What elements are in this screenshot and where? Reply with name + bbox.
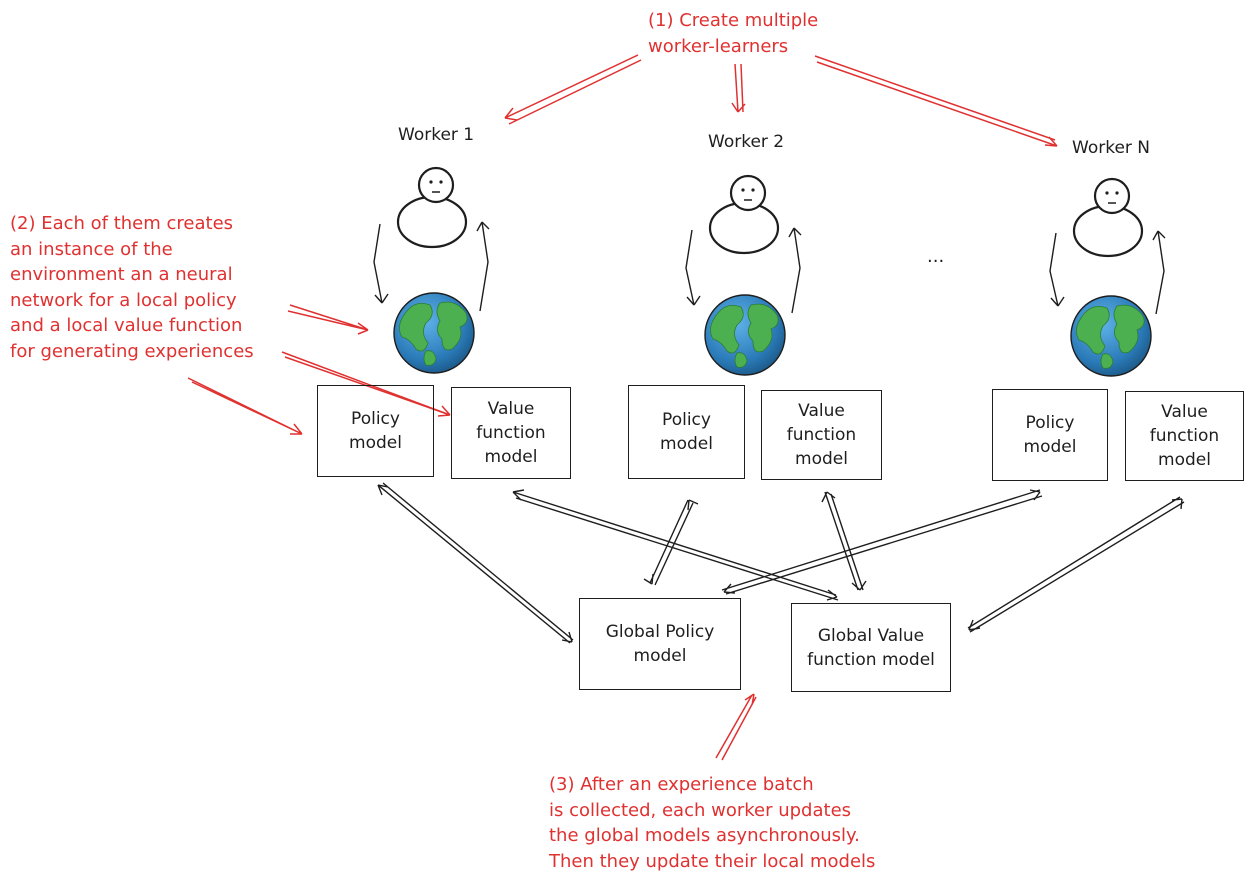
worker-2-head — [729, 174, 767, 212]
worker-1-observe-arrow — [476, 221, 490, 312]
worker-n-policy-model: Policy model — [992, 389, 1108, 481]
worker-n-head — [1093, 177, 1131, 215]
globe-continent — [747, 303, 779, 353]
globe-continent — [734, 352, 748, 368]
more-workers-ellipsis: ... — [927, 246, 945, 267]
step3-line: the global models asynchronously. — [549, 825, 860, 846]
step2-line: for generating experiences — [10, 340, 254, 362]
step2-line: and a local value function — [10, 315, 243, 336]
model-line: model — [795, 449, 848, 469]
step2-line: environment an a neural — [10, 264, 233, 285]
worker-1-head — [417, 166, 455, 204]
worker-1-body — [396, 195, 468, 249]
worker-2-value-model: Value function model — [761, 390, 882, 480]
worker-1-act-arrow — [373, 223, 389, 304]
model-line: Global Value — [817, 625, 925, 646]
globe-continent — [436, 301, 468, 351]
model-line: model — [660, 434, 713, 454]
model-line: Policy — [1025, 413, 1075, 433]
model-line: Value — [798, 401, 845, 421]
sync-arrows — [377, 482, 1185, 644]
model-line: model — [633, 646, 687, 666]
arrow-value2-global-value — [821, 491, 867, 591]
step1-line: (1) Create multiple — [648, 10, 819, 31]
step2-line: (2) Each of them creates — [10, 213, 234, 234]
globe-continent — [399, 302, 433, 352]
worker-n-eye — [1105, 191, 1109, 195]
model-line: Policy — [351, 409, 400, 429]
worker-2-label: Worker 2 — [708, 132, 785, 152]
step2-line: network for a local policy — [10, 289, 237, 311]
worker-n-observe-arrow — [1152, 230, 1166, 315]
worker-n-label: Worker N — [1072, 138, 1151, 158]
model-line: model — [1158, 450, 1211, 470]
arrow-step1-to-worker1 — [504, 54, 642, 125]
globe-continent — [1100, 353, 1114, 369]
model-line: Value — [487, 399, 535, 419]
step3-line: (3) After an experience batch — [549, 774, 814, 795]
worker-2-figure — [685, 174, 802, 376]
step3-line: is collected, each worker updates — [549, 799, 852, 821]
model-line: function — [476, 423, 546, 443]
worker-2-eye — [751, 188, 755, 192]
worker-2-eye — [741, 188, 745, 192]
worker-n-value-model: Value function model — [1125, 391, 1244, 481]
globe-continent — [1076, 305, 1110, 355]
arrow-value1-global-value — [512, 489, 839, 601]
worker-2-act-arrow — [685, 229, 701, 306]
model-line: function — [1149, 426, 1220, 446]
worker-1-eye — [439, 180, 443, 184]
arrow-step1-to-worker2 — [731, 63, 746, 113]
worker-2-observe-arrow — [788, 227, 802, 314]
worker-1-label: Worker 1 — [398, 125, 475, 145]
worker-2-policy-model: Policy model — [628, 385, 745, 479]
step1-line: worker-learners — [648, 35, 789, 57]
worker-2-environment-globe-icon — [704, 294, 786, 376]
worker-1-policy-model: Policy model — [317, 385, 434, 477]
arrow-step1-to-workerN — [814, 55, 1058, 147]
step2-line: an instance of the — [10, 238, 173, 260]
worker-1-figure — [373, 166, 490, 374]
globe-continent — [423, 350, 437, 366]
model-line: Global Policy — [605, 622, 715, 642]
globe-continent — [710, 304, 744, 354]
worker-n-act-arrow — [1049, 232, 1065, 307]
step1-annotation: (1) Create multiple worker-learners — [648, 8, 818, 59]
step3-annotation: (3) After an experience batch is collect… — [549, 772, 875, 874]
model-line: function model — [807, 649, 935, 670]
arrow-policyN-global-policy — [721, 489, 1043, 595]
arrow-step3-to-global — [715, 693, 757, 761]
model-line: model — [484, 447, 538, 467]
global-policy-model: Global Policy model — [579, 598, 741, 690]
worker-n-environment-globe-icon — [1070, 295, 1152, 377]
model-line: function — [786, 425, 857, 445]
step2-arrows — [187, 304, 451, 435]
model-line: model — [1023, 437, 1077, 457]
arrow-step2-to-globe1 — [287, 304, 369, 335]
step3-arrow — [715, 693, 757, 761]
worker-1-environment-globe-icon — [393, 292, 475, 374]
model-line: model — [349, 433, 402, 453]
worker-n-eye — [1115, 191, 1119, 195]
arrow-policy1-global-policy — [377, 482, 574, 644]
global-value-model: Global Value function model — [791, 603, 951, 692]
arrow-step2-to-policy1 — [187, 377, 303, 435]
arrow-policy2-global-policy — [643, 499, 699, 586]
worker-1-value-model: Value function model — [451, 387, 571, 479]
worker-1-eye — [429, 180, 433, 184]
step2-annotation: (2) Each of them creates an instance of … — [10, 211, 254, 364]
model-line: Value — [1161, 402, 1208, 422]
step1-arrows — [504, 54, 1058, 147]
worker-n-figure — [1049, 177, 1166, 377]
step3-line: Then they update their local models — [549, 850, 876, 872]
globe-continent — [1113, 304, 1145, 354]
model-line: Policy — [662, 410, 711, 430]
arrow-valueN-global-value — [967, 496, 1185, 633]
arrow-step2-to-value1 — [281, 351, 451, 417]
